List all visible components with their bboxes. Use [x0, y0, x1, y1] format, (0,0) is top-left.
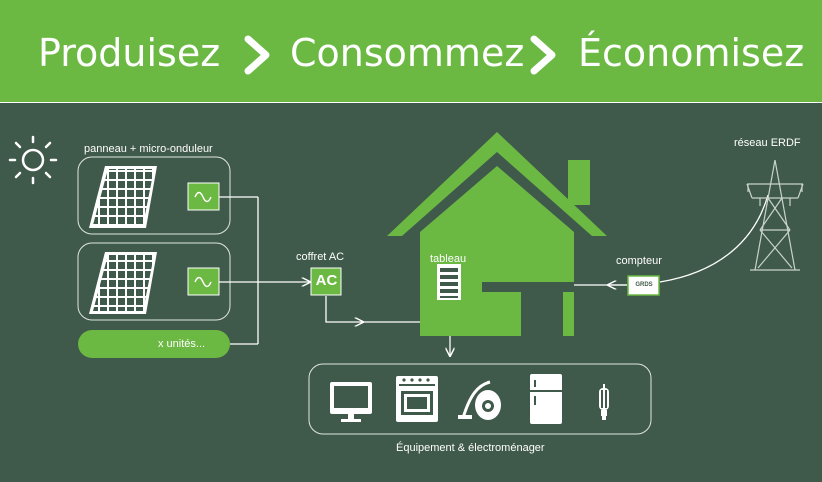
additional-units-pill: [78, 330, 230, 358]
house-window-band: [482, 282, 574, 292]
pylon-icon: [746, 159, 804, 271]
solar-panel-icon: [89, 166, 157, 228]
light-bulb-icon: [599, 384, 609, 420]
vacuum-icon: [458, 380, 501, 420]
chevron-right-icon: [244, 35, 270, 75]
equipment-frame: [308, 363, 652, 435]
header-banner: [0, 0, 822, 102]
panel-unit-1-frame: [77, 156, 231, 235]
solar-panel-icon: [89, 252, 157, 314]
monitor-icon: [330, 382, 372, 422]
house-icon: [387, 132, 607, 336]
fridge-icon: [530, 374, 562, 424]
panel-label: panneau + micro-onduleur: [84, 143, 213, 155]
micro-inverter-icon: [187, 182, 220, 211]
reseau-label: réseau ERDF: [734, 137, 801, 149]
compteur-label: compteur: [616, 255, 662, 267]
oven-icon: [396, 376, 438, 422]
electrical-panel-icon: [437, 264, 461, 300]
chevron-right-icon: [530, 35, 556, 75]
header-step-save: Économisez: [578, 31, 805, 75]
equipment-label: Équipement & électroménager: [396, 442, 545, 454]
coffret-ac-box: [310, 267, 342, 296]
meter-icon: [627, 275, 660, 296]
house-door: [521, 286, 563, 336]
micro-inverter-icon: [187, 267, 220, 296]
tableau-label: tableau: [430, 253, 467, 265]
coffret-badge: AC: [315, 272, 338, 289]
header-step-consume: Consommez: [290, 31, 525, 75]
sun-icon: [8, 135, 58, 185]
coffret-label: coffret AC: [296, 251, 345, 263]
meter-badge: GRDS: [635, 282, 653, 288]
header-step-produce: Produisez: [38, 31, 221, 75]
header-divider: [0, 102, 822, 103]
units-label: x unités...: [158, 338, 206, 350]
